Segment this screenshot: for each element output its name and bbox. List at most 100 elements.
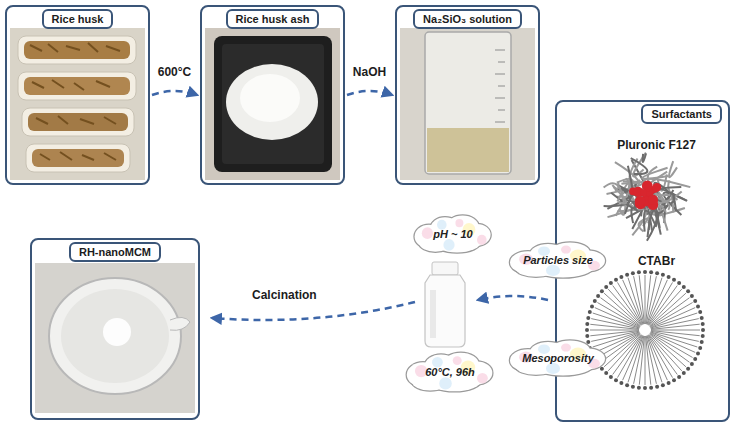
surfactant-head [690, 362, 694, 366]
surfactant-head [696, 304, 700, 308]
cloud-tint [439, 377, 452, 389]
surfactant-head [631, 385, 635, 389]
surfactant-tail [623, 336, 643, 381]
surfactant-head [585, 322, 589, 326]
surfactant-tail [646, 336, 651, 385]
surfactant-head [682, 371, 686, 375]
surfactant-head [604, 285, 608, 289]
surfactant-head [637, 270, 641, 274]
hydrophobic-core [648, 195, 658, 205]
surfactant-head [625, 383, 629, 387]
surfactant-head [600, 289, 604, 293]
surfactant-head [682, 285, 686, 289]
surfactant-head [700, 340, 704, 344]
panel-title: RH-nanoMCM [69, 242, 161, 262]
polymer-chain [669, 161, 677, 177]
feed-arrow [478, 296, 548, 300]
cloud-tint [443, 239, 454, 251]
polymer-chain [657, 192, 682, 204]
surfactant-head [637, 386, 641, 390]
surfactant-tail [646, 336, 656, 384]
process-arrow [347, 91, 392, 95]
surfactant-head [609, 375, 613, 379]
process-panel: Na₂SiO₃ solution [395, 5, 540, 185]
cloud-tint [422, 227, 433, 239]
calcination-arrow [212, 302, 415, 320]
reaction-bottle [425, 262, 465, 347]
surfactant-head [604, 371, 608, 375]
surfactant-head [701, 322, 705, 326]
surfactant-head [701, 334, 705, 338]
surfactant-head [619, 275, 623, 279]
surfactant-head [701, 328, 705, 332]
polymer-chain [660, 205, 666, 212]
surfactant-head [696, 352, 700, 356]
surfactant-head [586, 316, 590, 320]
cloud-tint [561, 344, 571, 352]
condition-cloud: pH ~ 10 [413, 213, 493, 255]
surfactant-tail [651, 319, 699, 329]
surfactant-head [698, 346, 702, 350]
surfactant-head [677, 375, 681, 379]
condition-cloud: 60°C, 96h [405, 350, 495, 394]
surfactant-head [596, 294, 600, 298]
surfactant-head [661, 273, 665, 277]
surfactant-tail [650, 303, 692, 328]
surfactant-head [672, 378, 676, 382]
product-panel: RH-nanoMCM [30, 238, 200, 420]
surfactant-tail [651, 324, 700, 329]
surfactant-tail [595, 308, 640, 328]
surfactant-head [614, 378, 618, 382]
surfactant-head [686, 289, 690, 293]
cloud-text: pH ~ 10 [433, 228, 472, 240]
surfactant-head [677, 281, 681, 285]
surfactant-head [667, 275, 671, 279]
surfactant-head [693, 357, 697, 361]
component-name: Pluronic F127 [617, 138, 696, 152]
cloud-tint [477, 373, 488, 384]
surfactant-head [672, 278, 676, 282]
surfactant-head [614, 278, 618, 282]
surfactant-tail [639, 275, 644, 324]
surfactant-head [588, 310, 592, 314]
hydrophobic-core [652, 183, 661, 192]
surfactant-head [649, 386, 653, 390]
surfactant-tail [645, 275, 646, 324]
surfactant-tail [651, 332, 696, 352]
edge-label: NaOH [353, 65, 386, 79]
surfactant-tail [648, 335, 673, 377]
panel-title: Rice husk [42, 9, 114, 29]
polymer-chain [643, 154, 646, 162]
edge-label: 600°C [158, 65, 192, 79]
surfactant-tail [647, 280, 667, 325]
ctabr-micelle [585, 270, 705, 390]
polymer-chain [626, 178, 644, 198]
rice-husk-photo [10, 28, 145, 180]
property-cloud: Mesoporosity [508, 338, 608, 378]
surfactant-head [698, 310, 702, 314]
process-arrow [152, 91, 197, 95]
polymer-chain [631, 208, 638, 223]
rice-husk-ash-photo [205, 28, 340, 180]
surfactant-head [585, 328, 589, 332]
surfactant-head [655, 385, 659, 389]
cloud-tint [561, 246, 571, 254]
cloud-text: Particles size [523, 254, 593, 266]
surfactant-head [593, 299, 597, 303]
surfactant-head [649, 270, 653, 274]
surfactant-head [625, 273, 629, 277]
component-name: CTABr [638, 254, 675, 268]
surfactant-head [631, 271, 635, 275]
pluronic-micelle [604, 153, 691, 241]
product-photo [35, 263, 195, 413]
surfactant-head [585, 334, 589, 338]
step-label: Calcination [252, 288, 317, 302]
cloud-text: 60°C, 96h [425, 366, 475, 378]
surfactant-tail [645, 336, 646, 385]
polymer-chain [673, 194, 676, 211]
cloud-text: Mesoporosity [522, 352, 594, 364]
surfactant-tail [618, 282, 643, 324]
cloud-tint [455, 219, 463, 227]
process-panel: Rice husk ash [200, 5, 345, 185]
